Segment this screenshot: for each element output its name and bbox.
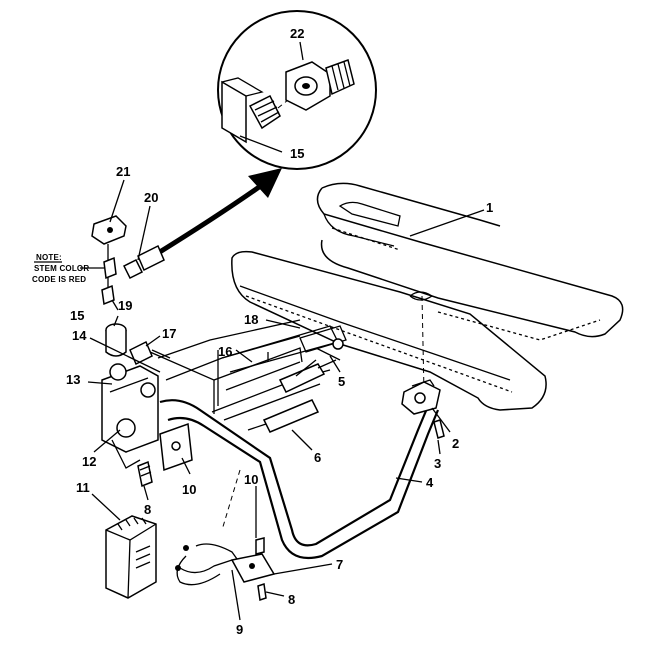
callout-18: 18 [244, 312, 258, 327]
note-line-3: CODE IS RED [32, 275, 86, 284]
callout-4: 4 [426, 475, 434, 490]
callout-3: 3 [434, 456, 441, 471]
detail-callout-15: 15 [290, 146, 304, 161]
gas-supply-tube [159, 399, 440, 560]
detail-inset [217, 10, 377, 170]
spark-generator [105, 515, 157, 599]
wiring-ground [137, 460, 276, 601]
callout-10: 10 [182, 482, 196, 497]
leader-lines [87, 179, 485, 621]
callout-6: 6 [314, 450, 321, 465]
callout-14: 14 [72, 328, 87, 343]
callout-7: 7 [336, 557, 343, 572]
valve-assembly [91, 215, 193, 472]
note-line-2: STEM COLOR [34, 264, 89, 273]
callout-labels: 1 2 3 4 5 6 7 8 9 10 11 12 13 14 15 16 1… [66, 26, 493, 637]
support-frame [149, 347, 303, 414]
callout-10-lower: 10 [244, 472, 258, 487]
callout-2: 2 [452, 436, 459, 451]
detail-callout-22: 22 [290, 26, 304, 41]
stem-color-note: NOTE: STEM COLOR CODE IS RED [32, 253, 104, 284]
electrode-assembly [247, 325, 347, 433]
callout-17: 17 [162, 326, 176, 341]
crossover-hardware [401, 379, 445, 439]
callout-8-lower: 8 [144, 502, 151, 517]
burner [231, 182, 624, 411]
callout-11: 11 [76, 480, 90, 495]
note-line-1: NOTE: [36, 253, 62, 262]
callout-20: 20 [144, 190, 158, 205]
callout-8: 8 [288, 592, 295, 607]
callout-1: 1 [486, 200, 493, 215]
callout-5: 5 [338, 374, 345, 389]
callout-13: 13 [66, 372, 80, 387]
callout-19: 19 [118, 298, 132, 313]
detail-pointer-arrow [148, 168, 282, 261]
callout-12: 12 [82, 454, 96, 469]
callout-9: 9 [236, 622, 243, 637]
callout-16: 16 [218, 344, 232, 359]
callout-15: 15 [70, 308, 84, 323]
callout-21: 21 [116, 164, 130, 179]
